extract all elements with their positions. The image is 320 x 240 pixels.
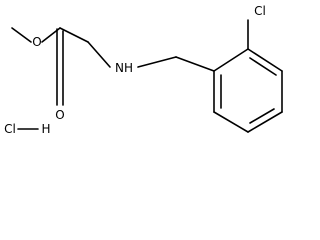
ring-bond-4 bbox=[247, 111, 283, 133]
ring-bond-2 bbox=[247, 48, 283, 72]
ring-inner-double-bond-upper-right bbox=[249, 57, 277, 76]
alpha-carbon-to-amine-bond bbox=[87, 41, 111, 68]
ester-oxygen-label: O bbox=[32, 35, 41, 49]
hydrochloride-chlorine-label: Cl bbox=[4, 122, 16, 136]
ring-inner-double-bond-lower-right bbox=[249, 108, 275, 124]
benzylic-carbon-to-ring-bond bbox=[175, 56, 215, 72]
amine-label: NH bbox=[115, 61, 133, 75]
methyl-to-ester-oxygen-bond bbox=[11, 27, 32, 43]
hydrochloride-hydrogen-label: H bbox=[41, 122, 50, 136]
carbonyl-oxygen-label: O bbox=[55, 108, 64, 122]
ring-bond-1 bbox=[213, 48, 249, 72]
amine-to-benzylic-carbon-bond bbox=[137, 56, 177, 68]
carbonyl-to-alpha-carbon-bond bbox=[59, 27, 89, 43]
ring-bond-5 bbox=[213, 111, 249, 133]
structure-canvas: O O NH Cl Cl H bbox=[4, 4, 283, 136]
chemical-structure-diagram: O O NH Cl Cl H bbox=[4, 4, 283, 136]
aryl-chlorine-label: Cl bbox=[254, 4, 266, 18]
